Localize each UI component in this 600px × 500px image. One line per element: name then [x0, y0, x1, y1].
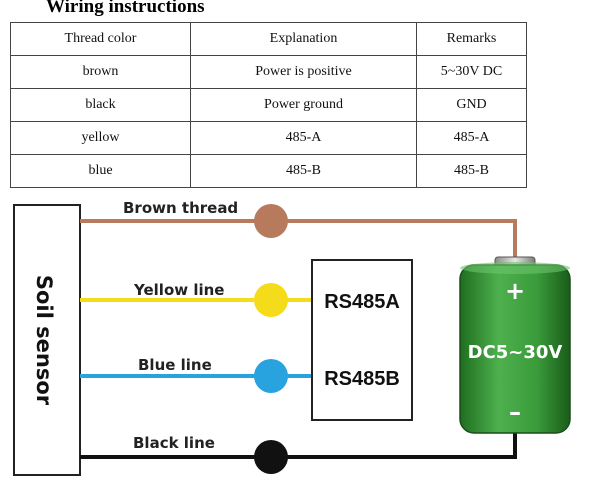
- black-terminal: [254, 440, 288, 474]
- header-remarks: Remarks: [416, 22, 527, 56]
- header-explanation: Explanation: [190, 22, 417, 56]
- black-wire: [80, 430, 517, 459]
- yellow-terminal: [254, 283, 288, 317]
- soil-sensor-label: Soil sensor: [32, 275, 56, 406]
- cell-color: blue: [10, 154, 191, 188]
- cell-color: black: [10, 88, 191, 122]
- cell-color: yellow: [10, 121, 191, 155]
- soil-sensor-box: [13, 204, 81, 476]
- wiring-table: Thread color Explanation Remarks brown P…: [10, 22, 527, 188]
- rs485b-label: RS485B: [324, 368, 400, 390]
- header-thread-color: Thread color: [10, 22, 191, 56]
- cell-remarks: 485-B: [416, 154, 527, 188]
- table-row: brown Power is positive 5~30V DC: [10, 55, 527, 89]
- brown-wire: [80, 219, 517, 264]
- table-row: blue 485-B 485-B: [10, 154, 527, 188]
- rs485a-label: RS485A: [324, 291, 400, 313]
- cell-explanation: 485-B: [190, 154, 417, 188]
- black-wire-label: Black line: [133, 434, 215, 452]
- table-row: yellow 485-A 485-A: [10, 121, 527, 155]
- battery-plus: +: [505, 277, 525, 305]
- rs485-box: [311, 259, 413, 421]
- battery-minus: –: [509, 398, 521, 426]
- brown-terminal: [254, 204, 288, 238]
- battery-label: DC5~30V: [468, 342, 563, 363]
- brown-wire-label: Brown thread: [123, 199, 238, 217]
- blue-wire-label: Blue line: [138, 356, 212, 374]
- cell-remarks: 485-A: [416, 121, 527, 155]
- battery-icon: [459, 256, 571, 434]
- page-title: Wiring instructions: [46, 0, 205, 17]
- cell-explanation: Power is positive: [190, 55, 417, 89]
- cell-color: brown: [10, 55, 191, 89]
- cell-explanation: 485-A: [190, 121, 417, 155]
- yellow-wire-label: Yellow line: [133, 281, 224, 299]
- blue-terminal: [254, 359, 288, 393]
- table-header-row: Thread color Explanation Remarks: [10, 22, 527, 56]
- cell-explanation: Power ground: [190, 88, 417, 122]
